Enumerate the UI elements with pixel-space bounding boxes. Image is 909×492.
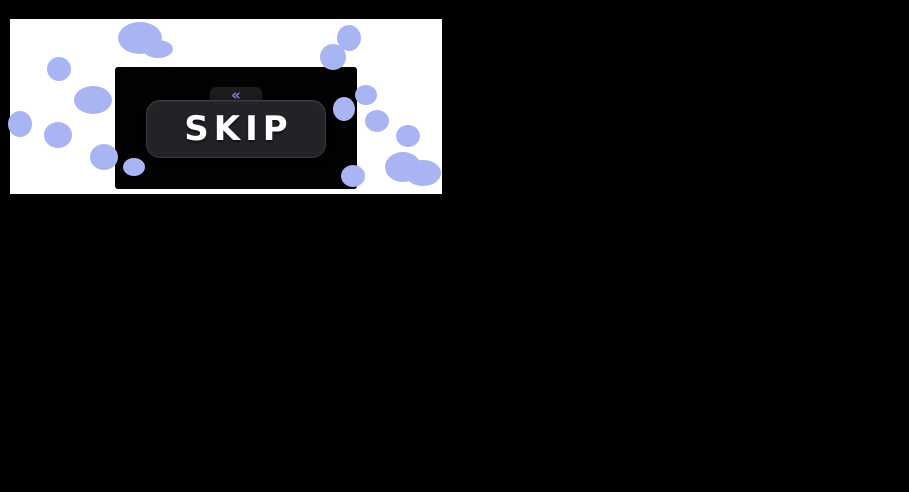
app-window: « SKIP: [10, 19, 442, 194]
skip-button[interactable]: SKIP: [146, 100, 326, 158]
double-chevron-left-icon: «: [231, 85, 241, 104]
skip-button-label: SKIP: [184, 109, 293, 149]
skip-overlay: « SKIP: [115, 67, 357, 189]
